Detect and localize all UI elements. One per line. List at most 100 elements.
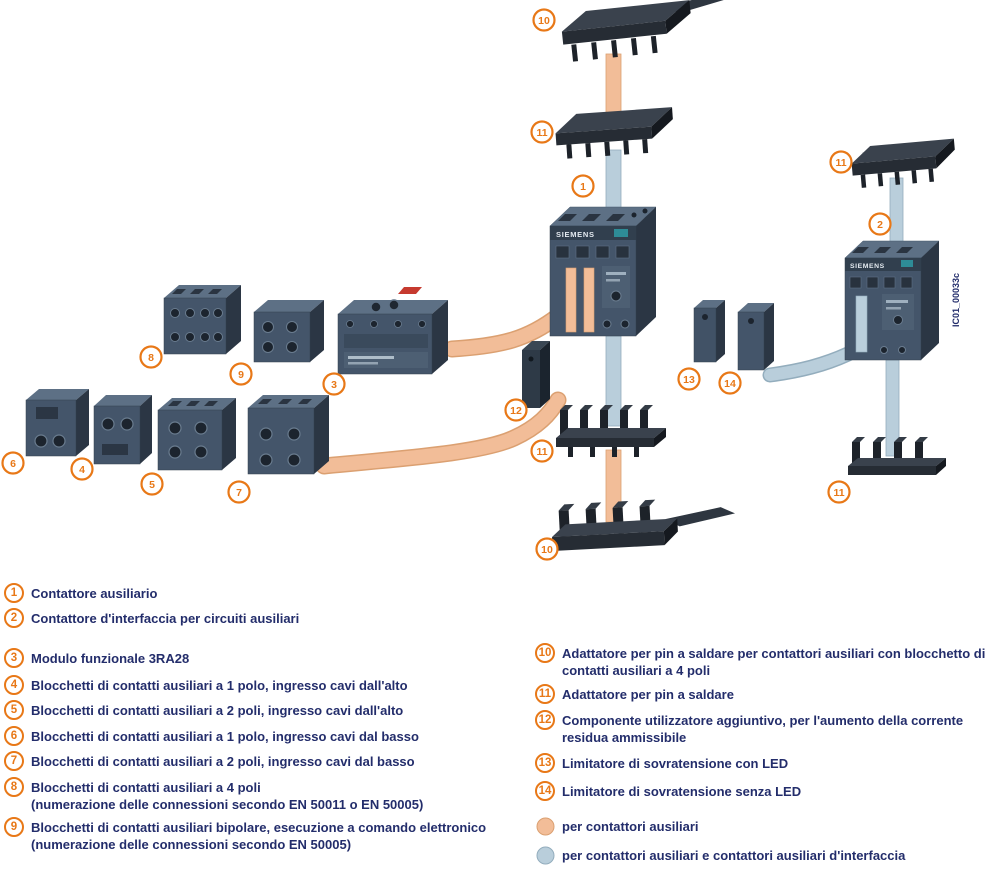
- svg-text:10: 10: [541, 544, 553, 556]
- solder-pin-adapter-11-middle: [556, 405, 666, 457]
- svg-text:7: 7: [236, 487, 242, 499]
- svg-text:11: 11: [536, 127, 547, 139]
- legend-badge-6: 6: [4, 726, 24, 746]
- contact-block-1pole-bottom-6: [25, 389, 89, 457]
- exploded-view-diagram: SIEMENS: [1, 0, 961, 561]
- legend-item-7: 7 Blocchetti di contatti ausiliari a 2 p…: [4, 751, 415, 771]
- legend-badge-11: 11: [535, 684, 555, 704]
- contact-block-2pole-bottom-7: [247, 395, 329, 475]
- legend-badge-5: 5: [4, 700, 24, 720]
- legend-text-11: Adattatore per pin a saldare: [562, 687, 734, 702]
- orange-band-swatch: [536, 817, 555, 836]
- callout-11-top: 11: [530, 120, 554, 144]
- figure-code-label: IC01_00033c: [951, 273, 961, 327]
- legend-text-8: Blocchetti di contatti ausiliari a 4 pol…: [31, 780, 424, 812]
- callout-12: 12: [504, 398, 528, 422]
- ribbon-blue-c: [762, 346, 856, 383]
- callout-13: 13: [677, 367, 701, 391]
- color-key-blue: per contattori ausiliari e contattori au…: [536, 845, 905, 865]
- legend-item-11: 11 Adattatore per pin a saldare: [535, 684, 734, 704]
- contact-block-4pole-8: [163, 285, 241, 355]
- svg-text:1: 1: [580, 181, 586, 193]
- interface-contactor: SIEMENS: [844, 240, 940, 361]
- legend-item-12: 12 Componente utilizzatore aggiuntivo, p…: [535, 710, 1000, 746]
- callout-10-top: 10: [532, 8, 556, 32]
- svg-text:13: 13: [683, 374, 695, 386]
- legend-item-9: 9 Blocchetti di contatti ausiliari bipol…: [4, 817, 486, 853]
- aux-contactor: SIEMENS: [549, 206, 657, 337]
- connection-bands: [315, 53, 904, 523]
- solder-pin-adapter-10-top: [561, 0, 732, 62]
- add-on-component-12: [522, 341, 550, 408]
- solder-pin-adapter-10-bottom: [552, 499, 736, 552]
- svg-text:5: 5: [149, 479, 155, 491]
- legend-text-10: Adattatore per pin a saldare per contatt…: [562, 646, 986, 678]
- legend-badge-9: 9: [4, 817, 24, 837]
- ribbon-orange-a: [443, 307, 567, 358]
- legend-text-14: Limitatore di sovratensione senza LED: [562, 784, 802, 799]
- svg-text:10: 10: [538, 15, 550, 27]
- legend-badge-13: 13: [535, 753, 555, 773]
- callout-4: 4: [70, 457, 94, 481]
- svg-text:12: 12: [510, 405, 522, 417]
- svg-text:3: 3: [331, 379, 337, 391]
- solder-pin-adapter-11-top: [555, 107, 673, 159]
- callout-11-middle: 11: [530, 439, 554, 463]
- legend-text-12: Componente utilizzatore aggiuntivo, per …: [562, 713, 964, 745]
- blue-band-swatch: [536, 846, 555, 865]
- solder-pin-adapter-11-right-bottom: [848, 437, 946, 475]
- surge-suppressor-14: [737, 303, 774, 371]
- legend-text-3: Modulo funzionale 3RA28: [31, 651, 190, 666]
- legend-text-1: Contattore ausiliario: [31, 586, 158, 601]
- legend-item-5: 5 Blocchetti di contatti ausiliari a 2 p…: [4, 700, 403, 720]
- callout-6: 6: [1, 451, 25, 475]
- legend-item-2: 2 Contattore d'interfaccia per circuiti …: [4, 608, 299, 628]
- legend-item-4: 4 Blocchetti di contatti ausiliari a 1 p…: [4, 675, 408, 695]
- svg-text:2: 2: [877, 219, 883, 231]
- legend-item-6: 6 Blocchetti di contatti ausiliari a 1 p…: [4, 726, 419, 746]
- solder-pin-adapter-11-right-top: [851, 138, 955, 188]
- callout-3: 3: [322, 372, 346, 396]
- legend-badge-4: 4: [4, 675, 24, 695]
- callout-11-right-bottom: 11: [827, 480, 851, 504]
- svg-text:8: 8: [148, 352, 154, 364]
- legend-item-14: 14 Limitatore di sovratensione senza LED: [535, 781, 801, 801]
- callout-11-right-top: 11: [829, 150, 853, 174]
- sirius-chip: [901, 260, 913, 267]
- legend-badge-8: 8: [4, 777, 24, 797]
- legend-text-7: Blocchetti di contatti ausiliari a 2 pol…: [31, 754, 415, 769]
- band-blue-right-upper: [889, 177, 904, 243]
- contact-block-2pole-top-5: [157, 398, 236, 471]
- diagram-callouts: 10 11 1 11 2 8 9 3 12 13 14 6 4 5 7 11 1…: [1, 8, 892, 561]
- callout-14: 14: [718, 371, 742, 395]
- legend-item-8: 8 Blocchetti di contatti ausiliari a 4 p…: [4, 777, 423, 813]
- callout-9: 9: [229, 362, 253, 386]
- svg-text:14: 14: [724, 378, 736, 390]
- callout-5: 5: [140, 472, 164, 496]
- svg-text:9: 9: [238, 369, 244, 381]
- legend-item-10: 10 Adattatore per pin a saldare per cont…: [535, 643, 1000, 679]
- legend-item-1: 1 Contattore ausiliario: [4, 583, 157, 603]
- legend-badge-1: 1: [4, 583, 24, 603]
- brand-label: SIEMENS: [850, 263, 885, 270]
- legend-text-6: Blocchetti di contatti ausiliari a 1 pol…: [31, 729, 419, 744]
- svg-text:6: 6: [10, 458, 16, 470]
- sirius-chip: [614, 229, 628, 237]
- callout-7: 7: [227, 480, 251, 504]
- brand-label: SIEMENS: [556, 230, 595, 239]
- legend-text-5: Blocchetti di contatti ausiliari a 2 pol…: [31, 703, 404, 718]
- svg-text:11: 11: [835, 157, 846, 169]
- band-blue-upper: [605, 149, 622, 211]
- legend-badge-10: 10: [535, 643, 555, 663]
- legend-item-13: 13 Limitatore di sovratensione con LED: [535, 753, 788, 773]
- color-key-blue-text: per contattori ausiliari e contattori au…: [562, 848, 906, 863]
- callout-10-bottom: 10: [535, 537, 559, 561]
- color-key-orange-text: per contattori ausiliari: [562, 819, 699, 834]
- surge-suppressor-led-13: [693, 300, 725, 363]
- band-blue-lower: [605, 335, 622, 427]
- legend-badge-12: 12: [535, 710, 555, 730]
- svg-text:4: 4: [79, 464, 85, 476]
- legend-item-3: 3 Modulo funzionale 3RA28: [4, 648, 189, 668]
- svg-text:11: 11: [536, 446, 547, 458]
